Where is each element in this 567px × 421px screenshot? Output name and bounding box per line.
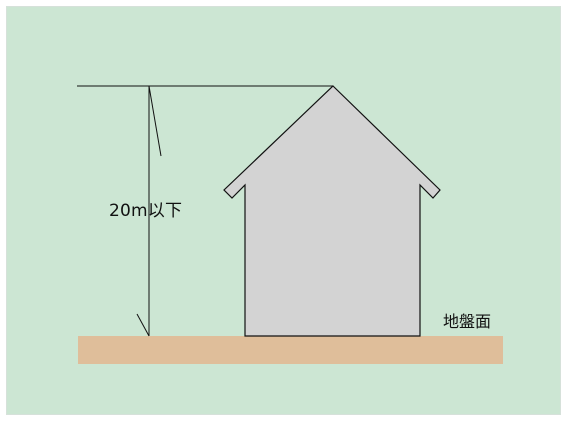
height-limit-label: 20m以下: [109, 201, 183, 221]
ground-strip: [78, 336, 503, 364]
bottom-dimension-arrow-line: [136, 313, 150, 337]
house-shape: [223, 85, 441, 337]
top-dimension-arrow-line: [148, 85, 162, 157]
ground-level-label: 地盤面: [443, 312, 492, 331]
